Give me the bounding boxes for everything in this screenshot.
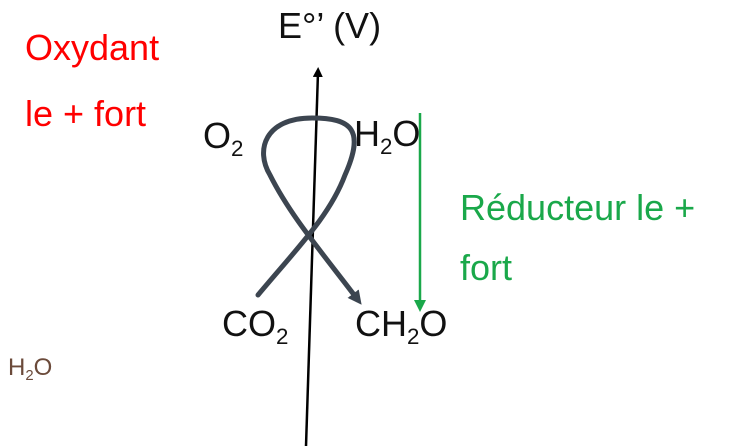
species-o2: O2 bbox=[203, 115, 244, 161]
species-h2o: H2O bbox=[354, 113, 421, 159]
redox-loop-curve bbox=[255, 115, 362, 305]
species-h2o-small: H2O bbox=[8, 354, 53, 385]
potential-axis bbox=[304, 67, 323, 446]
species-co2: CO2 bbox=[222, 303, 289, 349]
reductant-label-line1: Réducteur le + bbox=[460, 187, 696, 228]
reductant-label-line2: fort bbox=[460, 247, 513, 288]
oxidant-label-line2: le + fort bbox=[25, 93, 147, 134]
oxidant-label-line1: Oxydant bbox=[25, 27, 160, 68]
axis-label: E°’ (V) bbox=[278, 5, 382, 46]
species-ch2o: CH2O bbox=[355, 303, 448, 349]
